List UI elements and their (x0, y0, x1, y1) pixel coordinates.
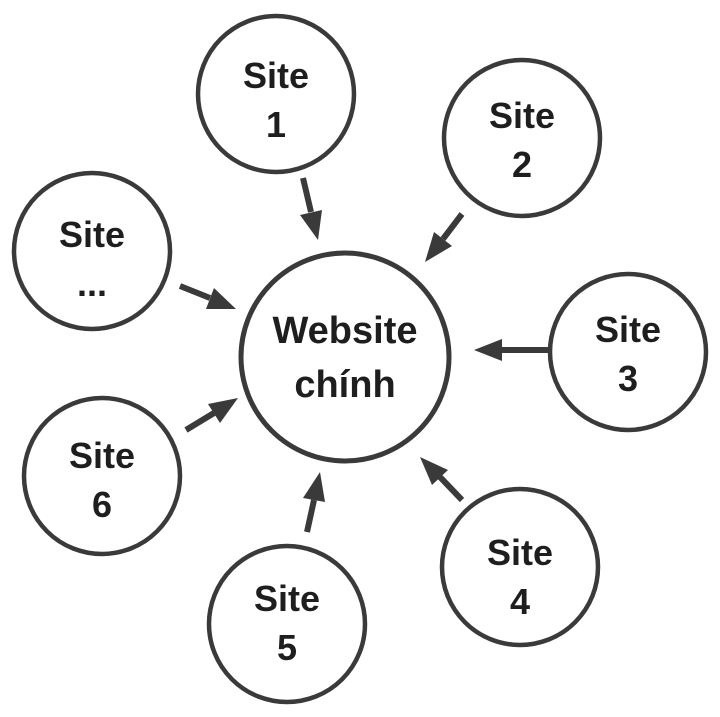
site-node-4-label-line1: Site (487, 532, 553, 573)
site-node-6-label-line2: 6 (92, 484, 112, 525)
site-node-1-label-line1: Site (243, 55, 309, 96)
center-node-label-line1: Website (272, 310, 417, 352)
center-node-label-line2: chính (294, 364, 395, 406)
site-node-6-circle (21, 395, 183, 557)
arrow-shaft (440, 212, 465, 241)
site-node-more: Site ... (11, 170, 173, 332)
arrow-site-6-to-center (184, 398, 238, 433)
site-node-5-label-line1: Site (254, 578, 320, 619)
site-node-3-label-line1: Site (595, 309, 661, 350)
arrow-site-5-to-center (303, 472, 325, 533)
arrowhead-icon (474, 339, 502, 361)
site-node-3: Site 3 (547, 271, 709, 433)
arrowhead-icon (208, 398, 238, 423)
site-node-2-circle (441, 57, 603, 219)
site-node-more-label-line1: Site (59, 214, 125, 255)
site-node-4-label-line2: 4 (510, 581, 530, 622)
site-node-1-label-line2: 1 (266, 104, 286, 145)
arrowhead-icon (303, 472, 325, 502)
site-node-2-label-line1: Site (489, 95, 555, 136)
center-node-circle (238, 250, 452, 464)
center-node: Website chính (238, 250, 452, 464)
arrowhead-icon (206, 288, 236, 309)
arrow-site-4-to-center (420, 457, 465, 503)
site-node-2: Site 2 (441, 57, 603, 219)
arrow-shaft (304, 499, 317, 533)
arrowhead-icon (300, 210, 322, 240)
arrow-site-3-to-center (474, 339, 548, 361)
site-node-6-label-line1: Site (69, 435, 135, 476)
arrowhead-icon (425, 232, 452, 262)
site-node-2-label-line2: 2 (512, 144, 532, 185)
arrow-site-2-to-center (425, 212, 465, 262)
arrow-shaft (437, 474, 465, 503)
site-node-6: Site 6 (21, 395, 183, 557)
arrow-shaft (178, 283, 212, 301)
arrow-site-1-to-center (300, 177, 322, 240)
arrow-site-more-to-center (178, 283, 236, 309)
site-node-1-circle (195, 13, 357, 175)
site-node-4: Site 4 (439, 486, 601, 648)
site-node-5: Site 5 (206, 543, 368, 705)
site-node-1: Site 1 (195, 13, 357, 175)
arrow-shaft (300, 177, 314, 213)
site-node-5-label-line2: 5 (277, 627, 297, 668)
site-node-3-label-line2: 3 (618, 358, 638, 399)
arrowhead-icon (420, 457, 448, 485)
arrow-shaft (184, 410, 216, 433)
site-node-4-circle (439, 486, 601, 648)
site-node-5-circle (206, 543, 368, 705)
site-node-more-label-line2: ... (77, 263, 107, 304)
site-node-3-circle (547, 271, 709, 433)
site-node-more-circle (11, 170, 173, 332)
